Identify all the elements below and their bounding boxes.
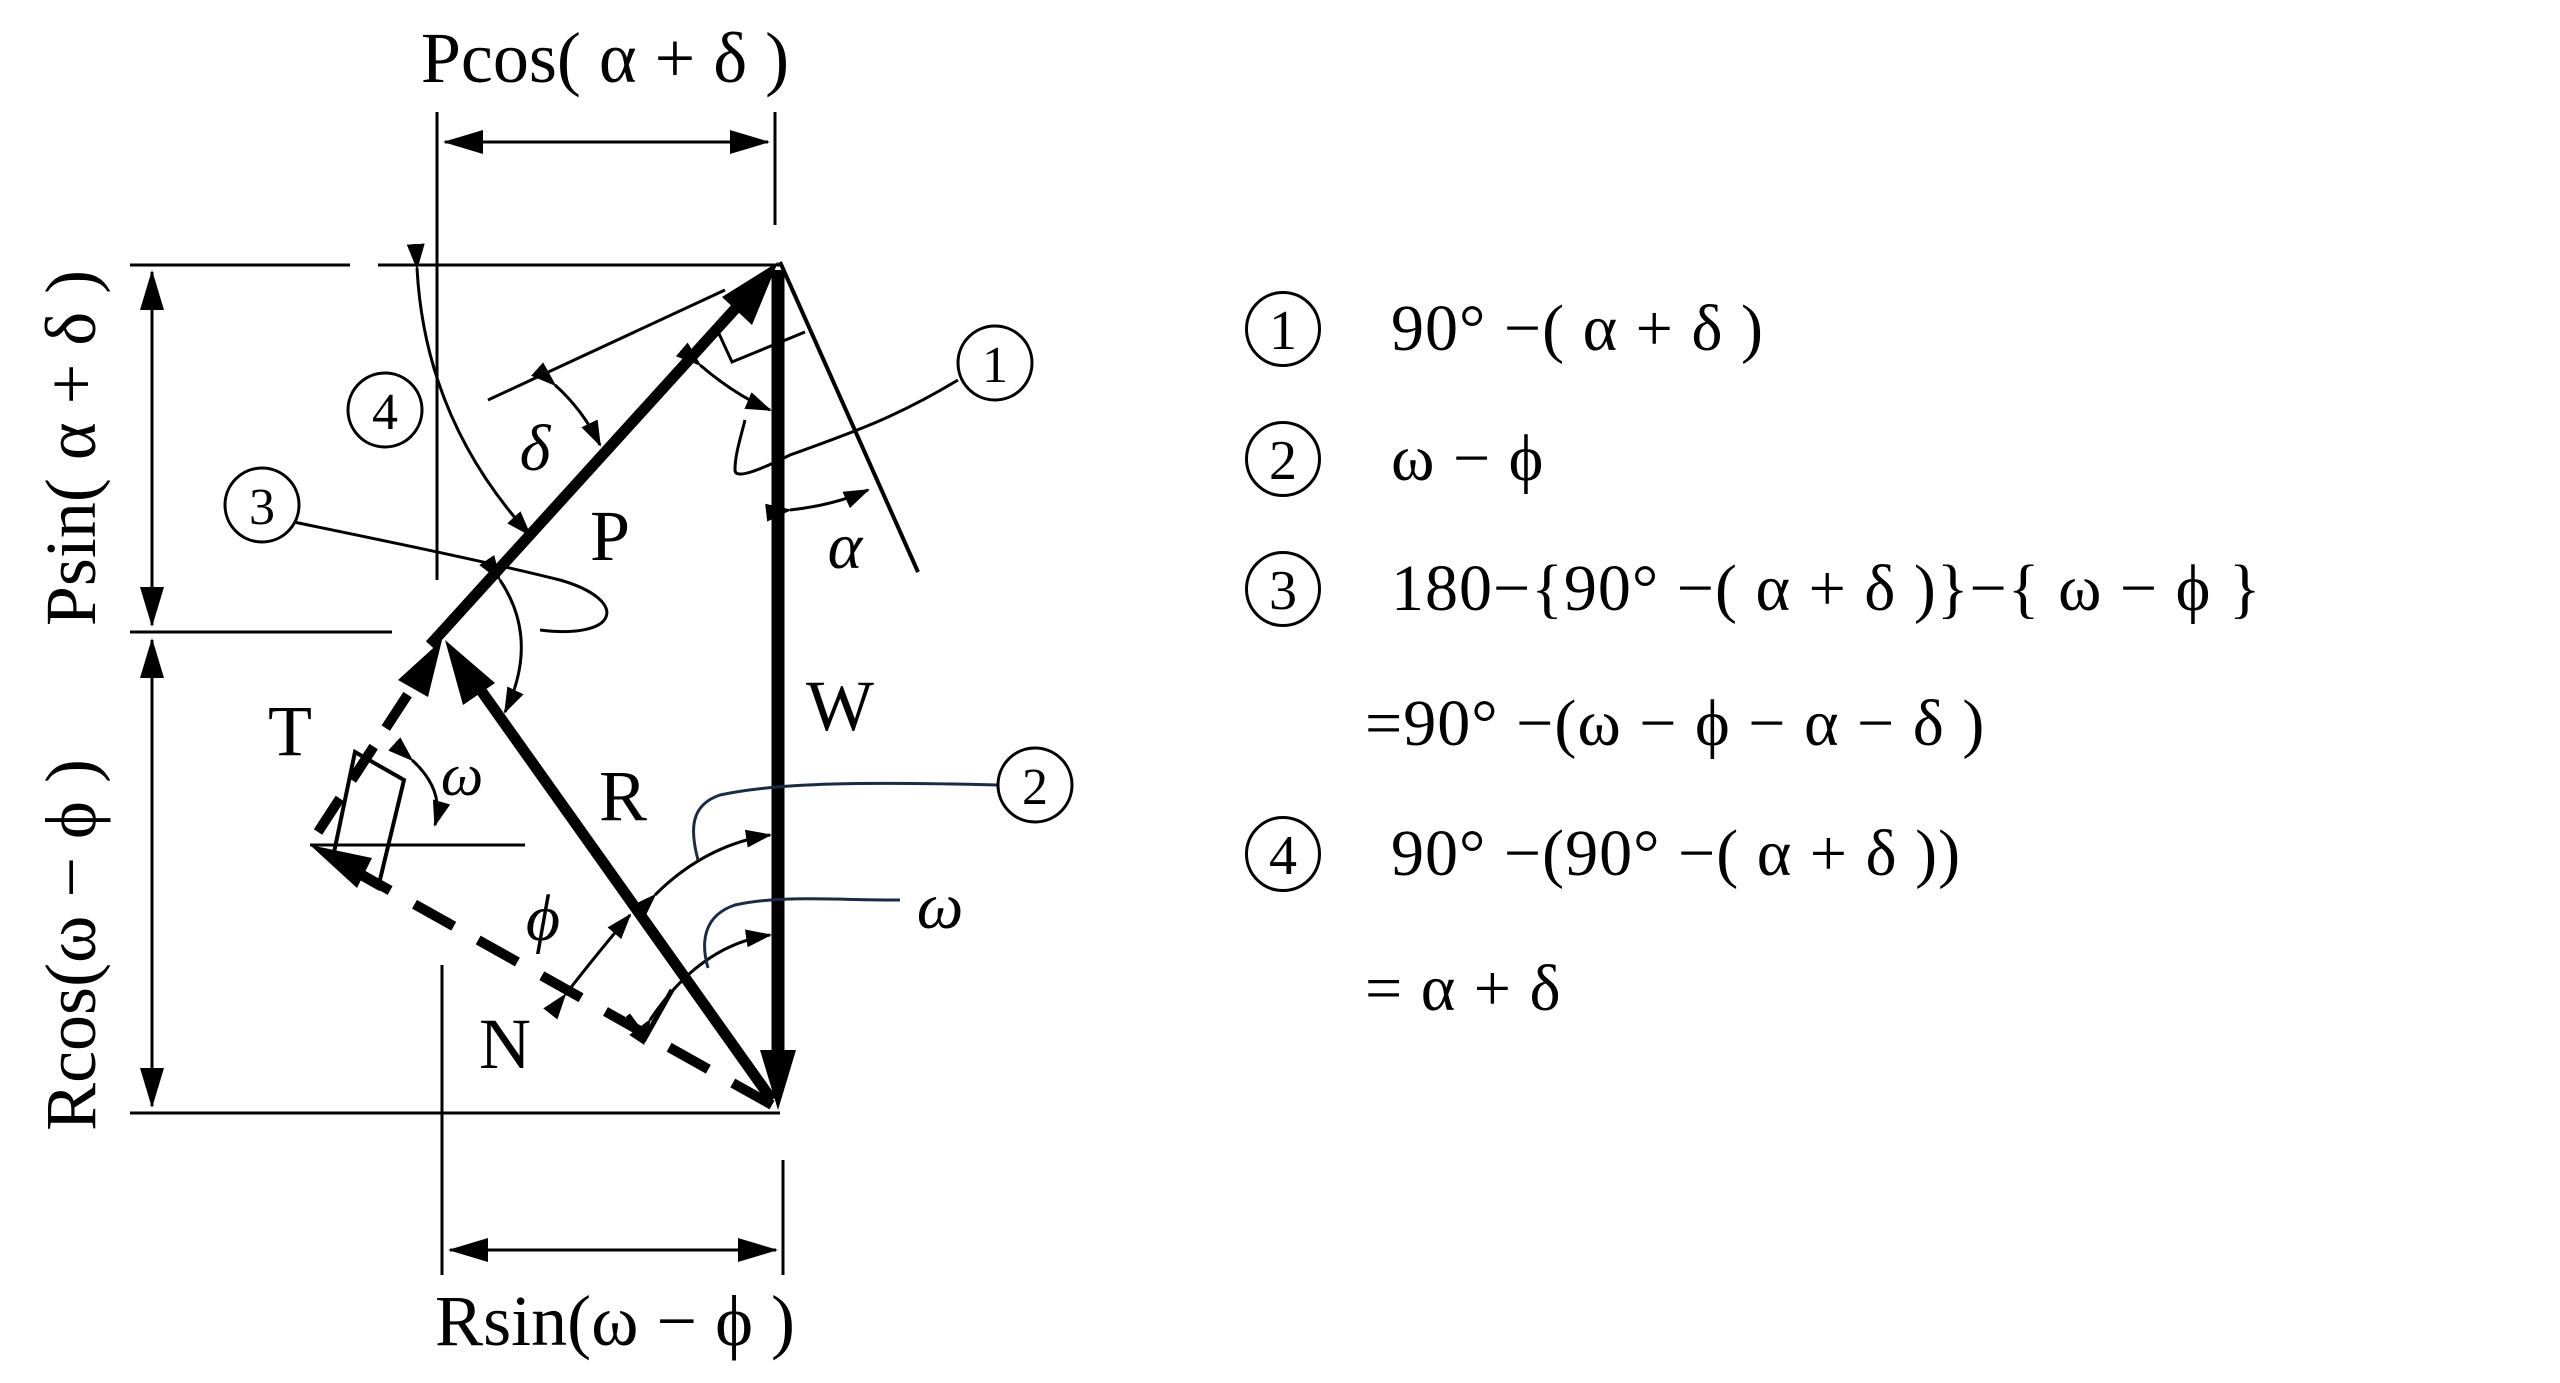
equation-number: 3 — [1245, 550, 1321, 627]
right-angle-T — [329, 748, 407, 892]
label-delta: δ — [520, 412, 552, 485]
vector-labels: P W R T N δ α ω ω ϕ — [268, 412, 963, 1084]
vector-T — [313, 665, 430, 835]
angle-2-arc — [631, 829, 772, 919]
equation-number: 4 — [1245, 815, 1321, 892]
callout-3-circle — [223, 466, 301, 544]
equation-text: = α + δ — [1365, 951, 1562, 1025]
vector-P-arrowhead — [722, 262, 778, 325]
leader-1 — [733, 378, 959, 476]
equation-text: =90° −(ω − ϕ − α − δ ) — [1365, 686, 1986, 760]
left-dim-lower-label: Rcos(ω − ϕ ) — [31, 759, 111, 1131]
callout-circles: 1 2 3 4 — [223, 324, 1074, 824]
bottom-dimension: Rsin(ω − ϕ ) — [435, 965, 795, 1361]
phi-arc — [543, 913, 632, 1020]
label-W: W — [806, 666, 874, 746]
equation-row-2: 2 ω − ϕ — [1245, 420, 1544, 497]
omega-small-arc — [388, 737, 451, 827]
callout-3-text: 3 — [249, 479, 275, 536]
vector-T-arrowhead — [398, 640, 442, 697]
leader-2 — [692, 781, 999, 861]
callout-1-text: 1 — [982, 337, 1008, 394]
top-dim-label: Pcos( α + δ ) — [421, 18, 789, 98]
delta-arc — [531, 362, 602, 447]
label-alpha: α — [828, 510, 864, 583]
angle-4-arc — [406, 243, 532, 537]
callout-leaders — [259, 378, 999, 969]
equation-number: 1 — [1245, 290, 1321, 367]
equation-row-4b: = α + δ — [1365, 950, 1562, 1022]
callout-1-circle — [956, 324, 1034, 402]
label-T: T — [268, 691, 312, 771]
label-phi: ϕ — [526, 882, 560, 955]
equation-text: 180−{90° −( α + δ )}−{ ω − ϕ } — [1391, 551, 2262, 625]
equation-text: ω − ϕ — [1391, 421, 1545, 495]
vector-W-arrowhead — [760, 1050, 796, 1110]
equation-row-4: 4 90° −(90° −( α + δ )) — [1245, 815, 1961, 892]
label-R: R — [599, 756, 647, 836]
alpha-arc — [765, 488, 870, 522]
top-dimension: Pcos( α + δ ) — [421, 18, 789, 580]
equation-row-3b: =90° −(ω − ϕ − α − δ ) — [1365, 685, 1985, 757]
callout-2-text: 2 — [1022, 759, 1048, 816]
angle-3-arc — [479, 555, 524, 714]
leader-3 — [259, 513, 609, 633]
label-P: P — [590, 496, 630, 576]
angle-1-arc — [675, 342, 772, 412]
bottom-dim-label: Rsin(ω − ϕ ) — [435, 1281, 795, 1361]
left-dim-upper-label: Psin( α + δ ) — [31, 270, 111, 626]
equation-number: 2 — [1245, 420, 1321, 497]
callout-2-circle — [996, 746, 1074, 824]
label-omega-small: ω — [441, 742, 483, 808]
equation-text: 90° −( α + δ ) — [1391, 291, 1764, 365]
P-offset-line-1 — [487, 288, 726, 402]
left-dimension: Psin( α + δ ) Rcos(ω − ϕ ) — [31, 263, 780, 1131]
equation-text: 90° −(90° −( α + δ )) — [1391, 816, 1962, 890]
leader-omega — [703, 897, 901, 969]
label-omega: ω — [917, 870, 964, 943]
equation-row-1: 1 90° −( α + δ ) — [1245, 290, 1764, 367]
slope-line — [778, 261, 920, 573]
label-N: N — [479, 1004, 531, 1084]
callout-4-circle — [346, 371, 424, 449]
equation-row-3: 3 180−{90° −( α + δ )}−{ ω − ϕ } — [1245, 550, 2262, 627]
right-angle-top — [713, 324, 806, 364]
angle-arcs — [388, 243, 870, 1045]
vector-N — [347, 863, 775, 1110]
callout-4-text: 4 — [372, 384, 398, 441]
